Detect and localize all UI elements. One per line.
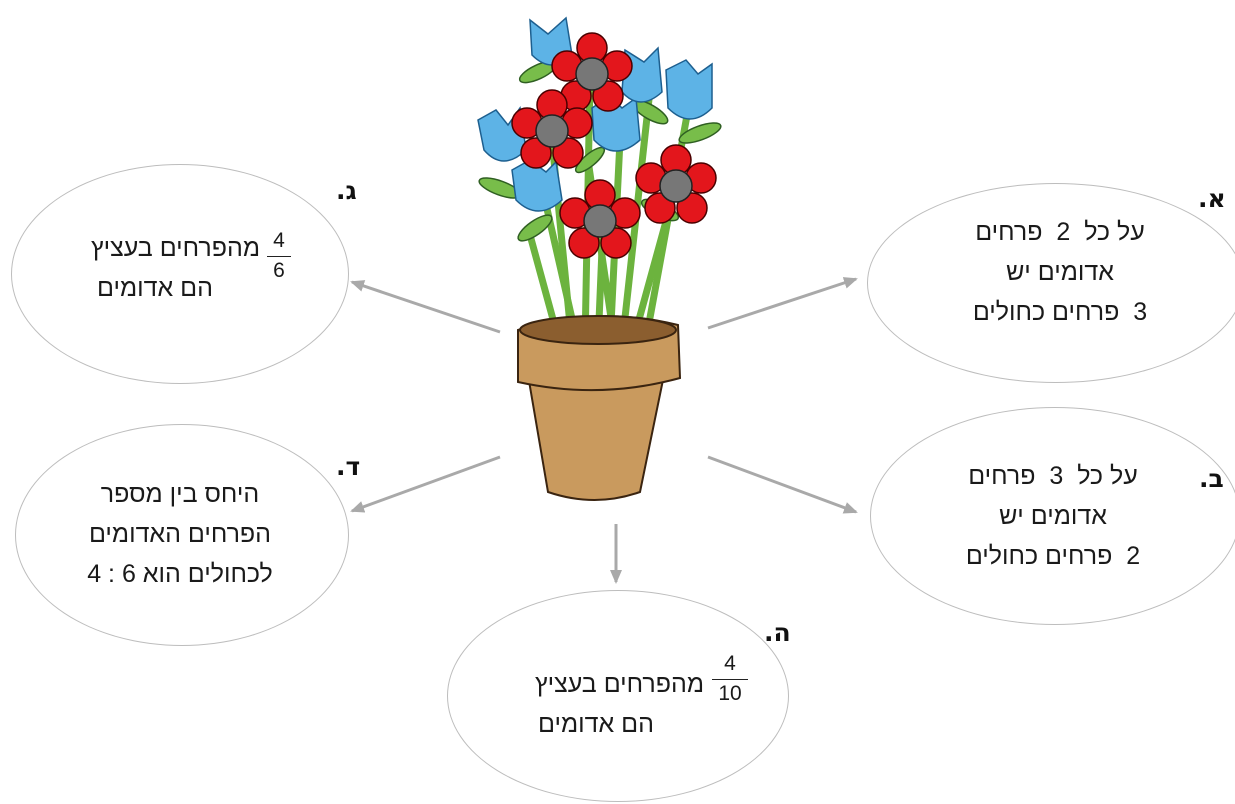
option-g-fraction-numerator: 4 xyxy=(273,229,285,252)
arrow-to-d xyxy=(350,455,501,513)
option-g-line-1: מהפרחים בעציץ xyxy=(91,234,260,262)
option-a-line-3: 3 פרחים כחולים xyxy=(972,298,1148,326)
option-h-text: מהפרחים בעציץ הם אדומים xyxy=(488,664,704,744)
flower-pot-illustration xyxy=(477,16,722,501)
option-g-fraction-denominator: 6 xyxy=(273,259,285,282)
option-h-letter: ה. xyxy=(764,618,791,647)
option-h-fraction: 4 10 xyxy=(712,652,748,706)
option-b-line-1: על כל 3 פרחים xyxy=(968,462,1138,490)
arrow-to-a xyxy=(707,277,858,330)
option-d-text: היחס בין מספר הפרחים האדומים לכחולים הוא… xyxy=(40,474,320,594)
option-d-line-1: היחס בין מספר xyxy=(100,480,260,508)
option-g-line-2: הם אדומים xyxy=(97,274,213,302)
option-a-letter: א. xyxy=(1198,184,1226,213)
option-d-line-2: הפרחים האדומים xyxy=(88,520,272,548)
option-a-line-1: על כל 2 פרחים xyxy=(975,218,1145,246)
option-b-line-2: אדומים יש xyxy=(999,502,1107,530)
arrow-to-g xyxy=(350,280,501,334)
option-h-line-1: מהפרחים בעציץ xyxy=(535,670,704,698)
option-a-text: על כל 2 פרחים אדומים יש 3 פרחים כחולים xyxy=(905,212,1215,332)
option-h-fraction-denominator: 10 xyxy=(718,682,742,705)
option-g-text: מהפרחים בעציץ הם אדומים xyxy=(50,228,260,308)
option-b-line-3: 2 פרחים כחולים xyxy=(965,542,1141,570)
option-h-fraction-numerator: 4 xyxy=(724,652,736,675)
option-d-ellipse xyxy=(15,424,349,646)
option-g-ellipse xyxy=(11,164,349,384)
option-b-ellipse xyxy=(870,407,1235,625)
arrow-to-b xyxy=(707,455,858,514)
option-a-line-2: אדומים יש xyxy=(1006,258,1114,286)
option-a-ellipse xyxy=(867,183,1235,383)
option-d-line-3: לכחולים הוא 6 : 4 xyxy=(87,560,273,588)
option-b-text: על כל 3 פרחים אדומים יש 2 פרחים כחולים xyxy=(898,456,1208,576)
option-g-fraction: 4 6 xyxy=(267,229,291,283)
option-h-line-2: הם אדומים xyxy=(538,710,654,738)
option-d-letter: ד. xyxy=(336,452,361,481)
option-g-letter: ג. xyxy=(336,176,357,205)
option-h-ellipse xyxy=(447,590,789,802)
option-b-letter: ב. xyxy=(1199,464,1224,493)
